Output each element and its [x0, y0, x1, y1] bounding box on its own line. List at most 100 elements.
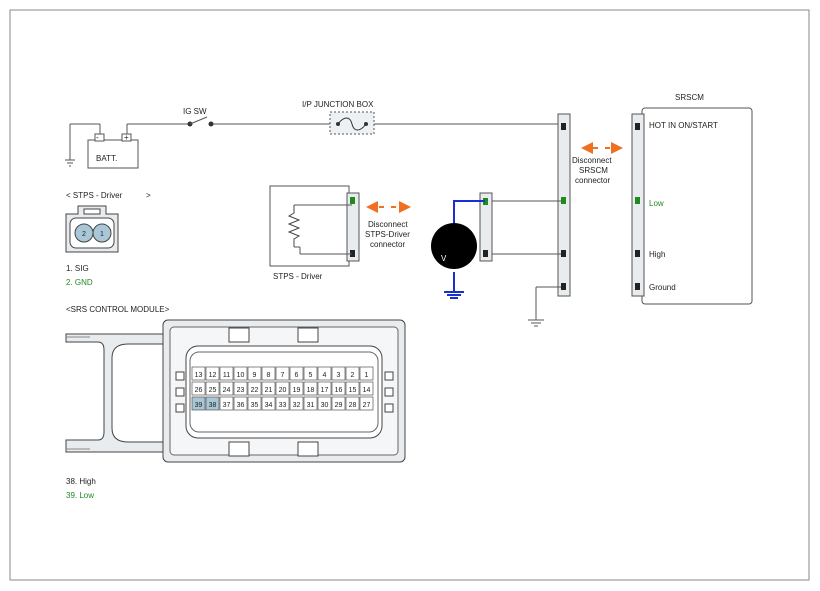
srs-pin-label: 38: [209, 402, 217, 409]
srs-pin-cell: [205, 366, 220, 381]
srs-pin-cell: [205, 381, 220, 396]
srs-pin-cell: [331, 366, 346, 381]
srs-pin-cell: [303, 396, 318, 411]
srs-pin-cell: [261, 396, 276, 411]
srs-pin-cell: [191, 396, 206, 411]
srs-pin-label: 33: [279, 402, 287, 409]
srs-pin-label: 9: [253, 372, 257, 379]
srs-pin-label: 36: [237, 402, 245, 409]
stps-connector-title: < STPS - Driver: [66, 191, 123, 200]
srs-pin-cell: [345, 366, 360, 381]
srs-pin-cell: [359, 366, 374, 381]
disconnect-stps-line1: Disconnect: [368, 220, 408, 229]
battery-label: BATT.: [96, 154, 117, 163]
srs-pin-label: 10: [237, 372, 245, 379]
srs-pin-label: 19: [293, 387, 301, 394]
srs-pin-label: 13: [195, 372, 203, 379]
srscm-hot-label: HOT IN ON/START: [649, 121, 718, 130]
srs-pin-cell: [303, 381, 318, 396]
srs-pin-cell: [261, 366, 276, 381]
srscm-harness-connector: [557, 113, 571, 297]
stps-connector-face: < STPS - Driver > 2 1 1. SIG 2. GND: [65, 191, 151, 287]
stps-driver-label: STPS - Driver: [273, 272, 323, 281]
srs-pin-label: 27: [363, 402, 371, 409]
srs-pin-label: 26: [195, 387, 203, 394]
srs-pin-cell: [345, 381, 360, 396]
srs-legend-low: 39. Low: [66, 491, 94, 500]
voltmeter: V: [431, 200, 485, 299]
srs-pin-label: 6: [295, 372, 299, 379]
srs-pin-cell: [303, 366, 318, 381]
stps-pin-2: 2: [82, 231, 86, 238]
srs-pin-label: 22: [251, 387, 259, 394]
diagram-frame: [9, 9, 810, 581]
srs-pin-label: 29: [335, 402, 343, 409]
disconnect-srscm-line1: Disconnect: [572, 156, 612, 165]
srs-pin-cell: [345, 396, 360, 411]
srs-pin-cell: [247, 381, 262, 396]
srs-pin-label: 37: [223, 402, 231, 409]
srs-pin-label: 17: [321, 387, 329, 394]
srs-pin-label: 7: [281, 372, 285, 379]
ig-switch-label: IG SW: [183, 107, 207, 116]
disconnect-stps-line2: STPS-Driver: [365, 230, 410, 239]
stps-connector-title-suffix: >: [146, 191, 151, 200]
srs-pin-label: 3: [337, 372, 341, 379]
disconnect-srscm-line2: SRSCM: [579, 166, 608, 175]
srs-pin-label: 5: [309, 372, 313, 379]
srs-pin-cell: [205, 396, 220, 411]
srs-pin-label: 35: [251, 402, 259, 409]
srs-pin-cell: [331, 396, 346, 411]
srs-pin-cell: [289, 366, 304, 381]
srs-pin-cell: [261, 381, 276, 396]
srs-pin-label: 12: [209, 372, 217, 379]
harness-wires: [490, 200, 561, 320]
srs-pin-cell: [219, 366, 234, 381]
srs-legend-high: 38. High: [66, 477, 96, 486]
srs-pin-label: 16: [335, 387, 343, 394]
srs-pin-cell: [275, 381, 290, 396]
srscm-module: SRSCM HOT IN ON/START Low High Ground: [631, 93, 753, 305]
srs-pin-cell: [219, 396, 234, 411]
srs-pin-cell: [219, 381, 234, 396]
battery: - + BATT.: [87, 133, 139, 169]
srs-pin-label: 32: [293, 402, 301, 409]
battery-ground-icon: [65, 159, 75, 167]
srs-pin-cell: [247, 366, 262, 381]
srs-pin-label: 24: [223, 387, 231, 394]
srs-pin-cell: [317, 396, 332, 411]
srs-pin-cell: [359, 381, 374, 396]
probe-connector: [479, 192, 493, 262]
srs-pin-cell: [247, 396, 262, 411]
stps-legend-sig: 1. SIG: [66, 264, 89, 273]
srs-pin-label: 11: [223, 372, 230, 379]
srs-pin-cell: [233, 381, 248, 396]
srs-pin-cell: [233, 396, 248, 411]
srs-pin-label: 8: [267, 372, 271, 379]
junction-box: I/P JUNCTION BOX: [302, 100, 375, 135]
srs-pin-cell: [289, 381, 304, 396]
stps-legend-gnd: 2. GND: [66, 278, 93, 287]
srs-pin-label: 20: [279, 387, 287, 394]
srs-pin-label: 21: [265, 387, 273, 394]
srs-pin-label: 15: [349, 387, 357, 394]
srs-pin-label: 1: [365, 372, 369, 379]
srscm-ground-label: Ground: [649, 283, 676, 292]
srs-pin-cell: [191, 366, 206, 381]
stps-pin-1: 1: [100, 231, 104, 238]
srs-pin-label: 4: [323, 372, 327, 379]
srs-pin-cell: [275, 366, 290, 381]
srs-pin-cell: [331, 381, 346, 396]
srs-pin-label: 23: [237, 387, 245, 394]
srs-module-title: <SRS CONTROL MODULE>: [66, 305, 170, 314]
stps-driver-component: STPS - Driver: [269, 185, 360, 281]
srs-pin-label: 18: [307, 387, 315, 394]
srs-pin-label: 25: [209, 387, 217, 394]
srs-pin-label: 2: [351, 372, 355, 379]
harness-ground-icon: [528, 319, 544, 327]
srs-pin-label: 28: [349, 402, 357, 409]
srs-pin-label: 14: [363, 387, 371, 394]
